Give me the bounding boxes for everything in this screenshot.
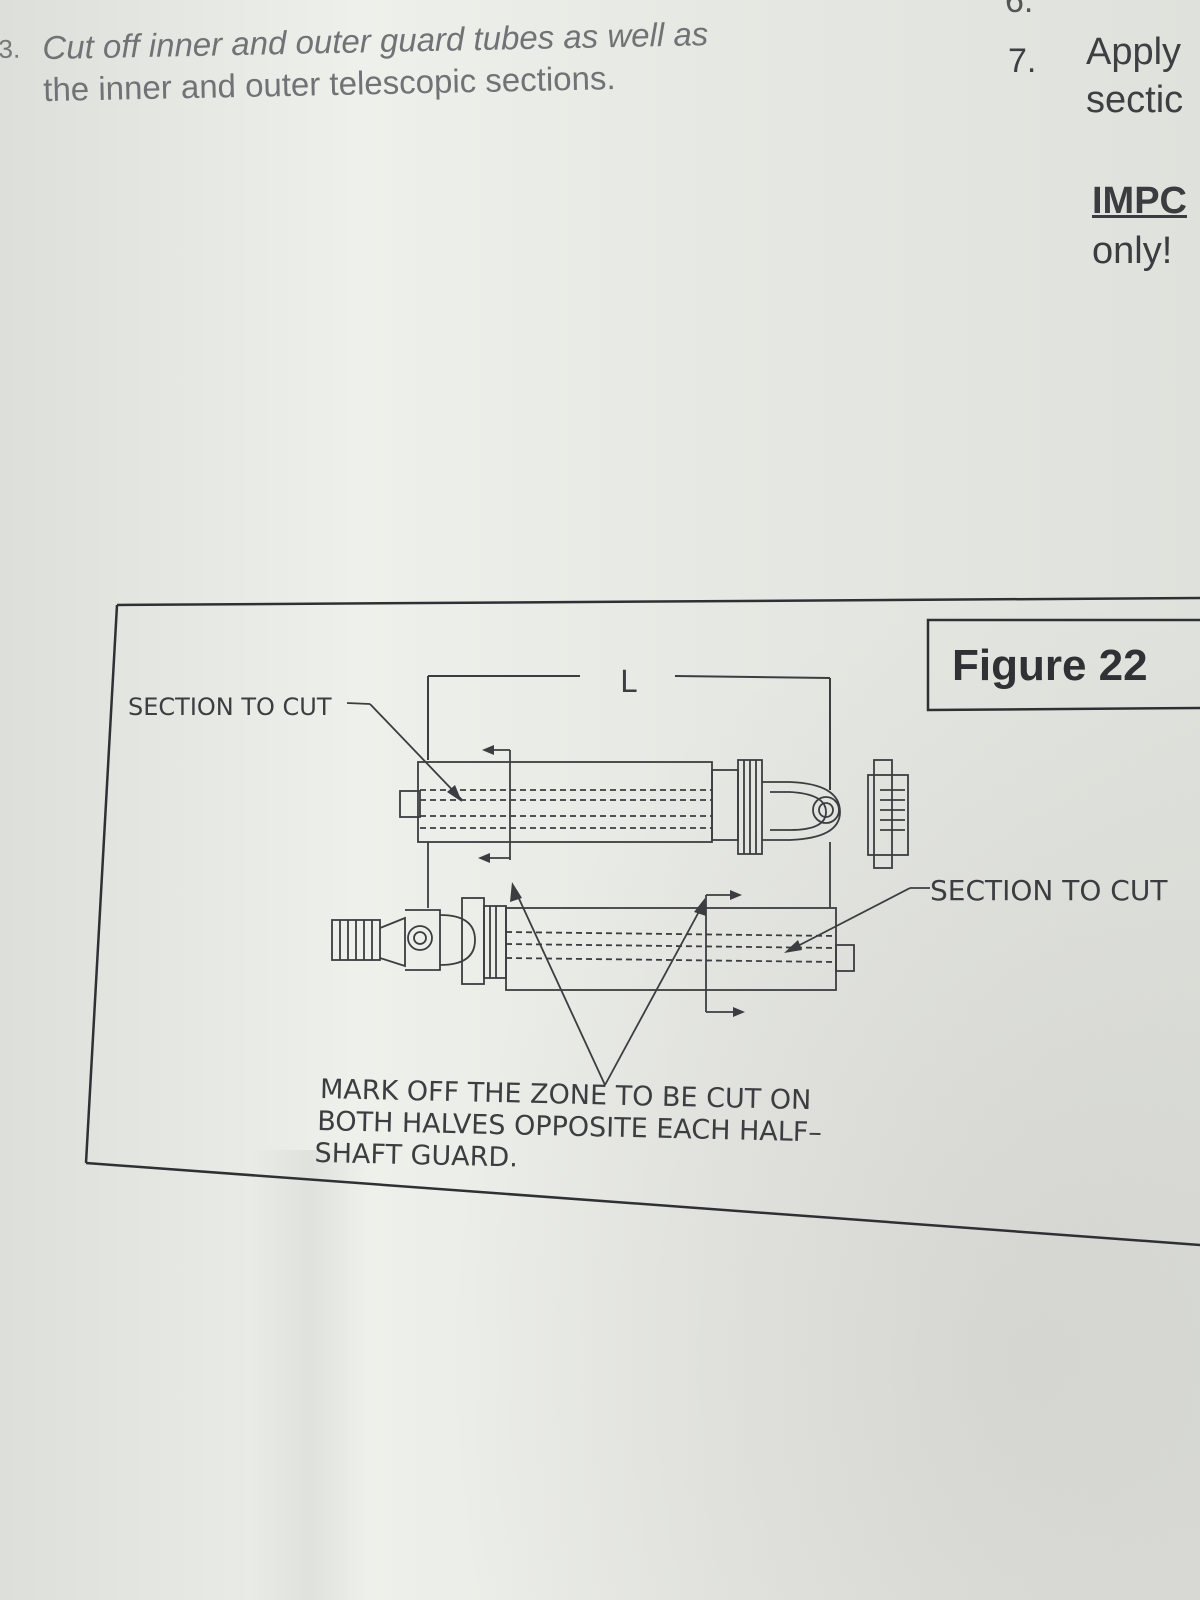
step-right-line-2: sectic xyxy=(1086,79,1184,121)
leader-line-left xyxy=(346,702,463,801)
zone-arrowhead-right xyxy=(694,898,706,916)
step-right-line-1: Apply xyxy=(1086,31,1182,73)
lower-cut-markers xyxy=(427,842,831,1013)
section-to-cut-label-right: SECTION TO CUT xyxy=(930,874,1168,907)
important-label: IMPC xyxy=(1092,180,1187,222)
lower-marker-arrow-top xyxy=(730,890,742,900)
lower-shaft-half xyxy=(331,897,855,991)
dimension-label: L xyxy=(620,665,637,700)
shadow xyxy=(250,1150,370,1600)
dimension-line xyxy=(427,675,831,790)
caption-line-3: SHAFT GUARD. xyxy=(314,1138,518,1174)
step-number-right: 7. xyxy=(1008,42,1037,80)
figure-title: Figure 22 xyxy=(952,641,1148,690)
zone-arrowhead-left xyxy=(510,882,522,902)
zone-pointer-lines xyxy=(514,889,703,1086)
figure-frame xyxy=(84,596,1200,1247)
lower-marker-arrow-bottom xyxy=(733,1007,745,1017)
leader-arrowhead-right xyxy=(784,940,802,953)
leader-line-right xyxy=(789,887,930,951)
cut-off-heading-fragment: 6. xyxy=(1005,0,1034,20)
upper-marker-arrow-bottom xyxy=(478,853,490,863)
upper-shaft-half xyxy=(399,759,909,869)
important-note: IMPC only! xyxy=(1092,176,1187,276)
section-to-cut-label-left: SECTION TO CUT xyxy=(128,693,332,721)
figure-title-box: Figure 22 xyxy=(926,618,1200,712)
step-text-right: Apply sectic xyxy=(1086,28,1183,124)
important-text: only! xyxy=(1092,230,1173,272)
upper-marker-arrow-top xyxy=(482,745,494,755)
upper-cut-markers xyxy=(482,749,511,860)
figure-caption: MARK OFF THE ZONE TO BE CUT ON BOTH HALV… xyxy=(314,1074,822,1174)
